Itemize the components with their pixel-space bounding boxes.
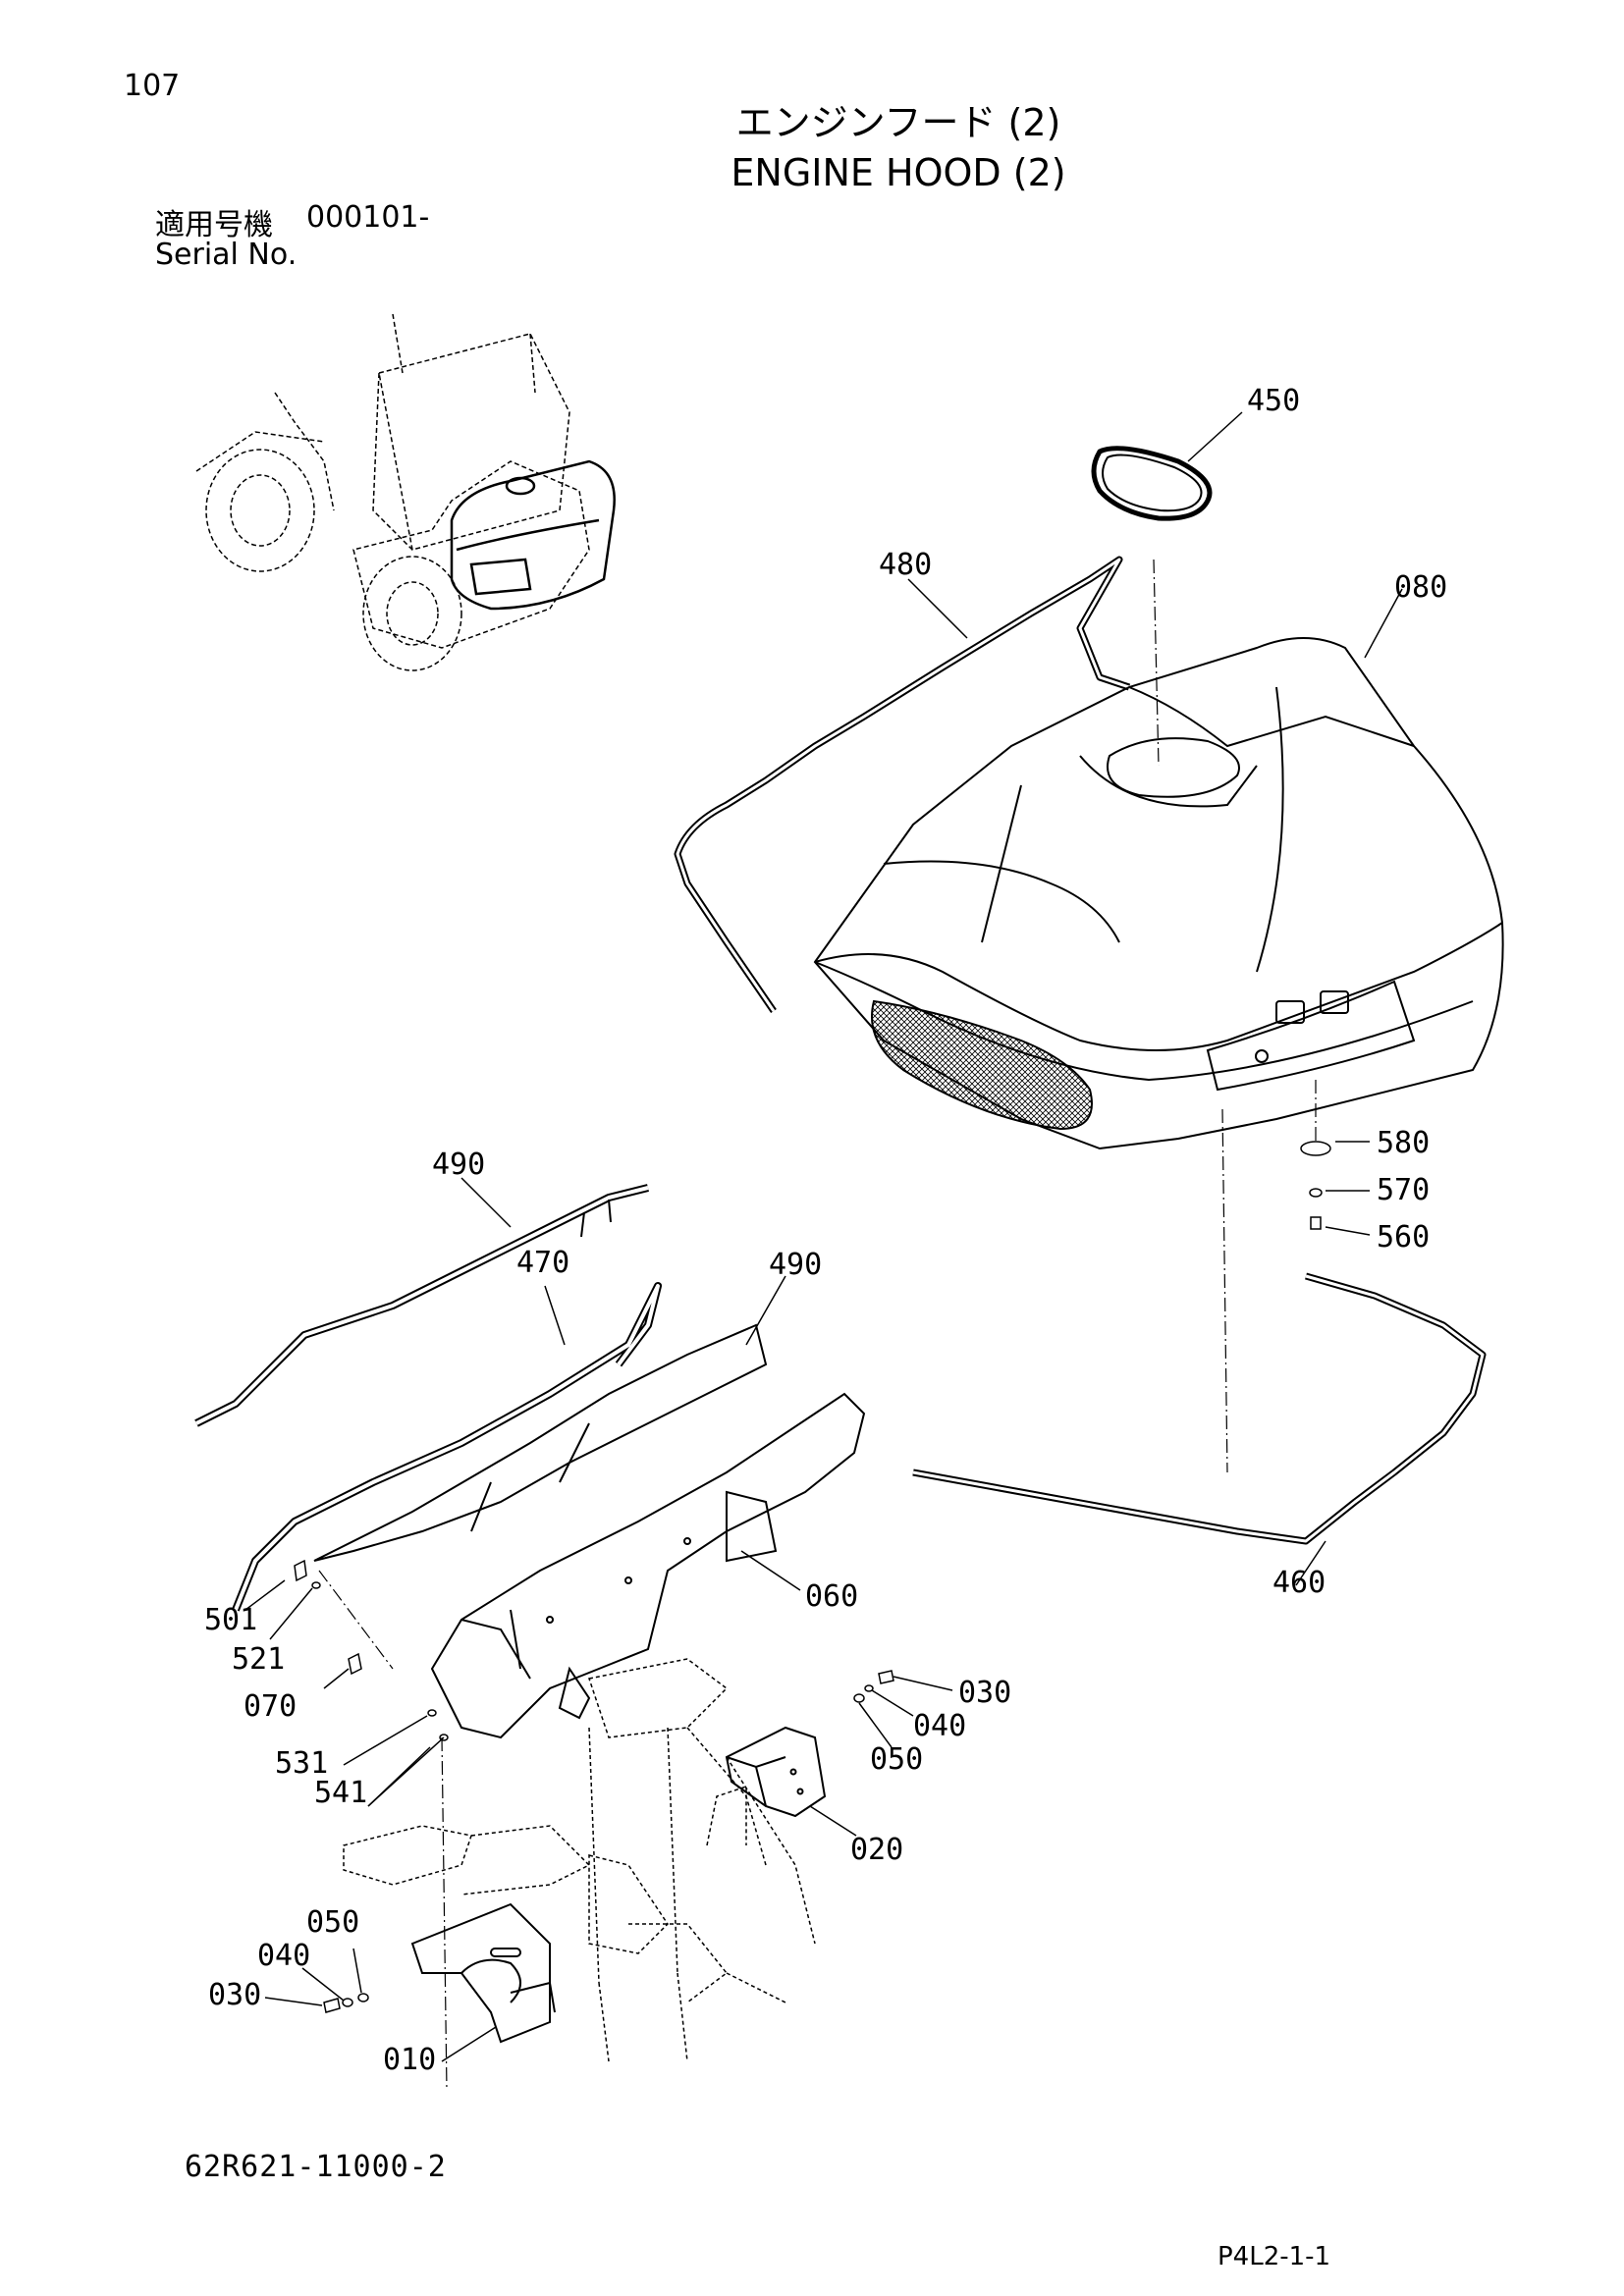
callout-460: 460 xyxy=(1272,1566,1326,1600)
callout-501: 501 xyxy=(204,1603,257,1637)
callout-450: 450 xyxy=(1247,384,1300,418)
hood-grille-mesh xyxy=(871,999,1093,1131)
callout-580: 580 xyxy=(1377,1126,1430,1160)
part-490-cover-panel xyxy=(313,1323,768,1562)
callout-470: 470 xyxy=(516,1246,569,1280)
callout-490-panel: 490 xyxy=(769,1248,822,1282)
callout-070: 070 xyxy=(244,1689,297,1724)
serial-number-value: 000101- xyxy=(306,200,430,235)
callout-060: 060 xyxy=(805,1579,858,1614)
callout-080: 080 xyxy=(1394,570,1447,605)
callout-490-upper: 490 xyxy=(432,1148,485,1182)
sheet-code: P4L2-1-1 xyxy=(1218,2242,1331,2271)
part-470-seal-strip xyxy=(232,1282,662,1612)
drawing-number: 62R621-11000-2 xyxy=(185,2150,447,2184)
callout-labels: 450 480 080 490 470 490 580 570 560 460 … xyxy=(204,384,1447,2077)
serial-label-english: Serial No. xyxy=(155,238,298,272)
machine-overview-hood xyxy=(450,459,616,611)
part-080-engine-hood xyxy=(813,637,1504,1150)
callout-030-right: 030 xyxy=(958,1676,1011,1710)
part-490-upper-strip xyxy=(194,1184,649,1427)
part-010-base-bracket xyxy=(410,1902,556,2044)
callout-541: 541 xyxy=(314,1776,367,1810)
callout-030-left: 030 xyxy=(208,1978,261,2012)
callout-040-right: 040 xyxy=(913,1709,966,1743)
page-title-japanese: エンジンフード (2) xyxy=(735,101,1061,144)
callout-020: 020 xyxy=(850,1833,903,1867)
fasteners xyxy=(294,1141,1331,2013)
callout-050-left: 050 xyxy=(306,1905,359,1940)
part-020-mounting-bracket xyxy=(725,1726,827,1818)
part-450-seal-ring xyxy=(1091,446,1213,521)
part-480-seal-strip xyxy=(674,556,1131,1013)
callout-010: 010 xyxy=(383,2043,436,2077)
callout-570: 570 xyxy=(1377,1173,1430,1207)
page-title-english: ENGINE HOOD (2) xyxy=(731,151,1066,194)
chassis-frame-phantom xyxy=(343,1658,816,2062)
callout-531: 531 xyxy=(275,1746,328,1781)
serial-label-japanese: 適用号機 xyxy=(155,208,273,242)
callout-521: 521 xyxy=(232,1642,285,1677)
callout-leader-lines xyxy=(244,411,1403,2062)
page-number: 107 xyxy=(124,69,181,103)
callout-040-left: 040 xyxy=(257,1939,310,1973)
assembly-center-lines xyxy=(318,559,1317,2092)
machine-overview-drawing xyxy=(195,313,590,671)
callout-050-right: 050 xyxy=(870,1742,923,1777)
callout-480: 480 xyxy=(879,548,932,582)
part-460-bottom-seal xyxy=(912,1272,1487,1545)
part-060-support-frame xyxy=(430,1392,866,1739)
callout-560: 560 xyxy=(1377,1220,1430,1255)
